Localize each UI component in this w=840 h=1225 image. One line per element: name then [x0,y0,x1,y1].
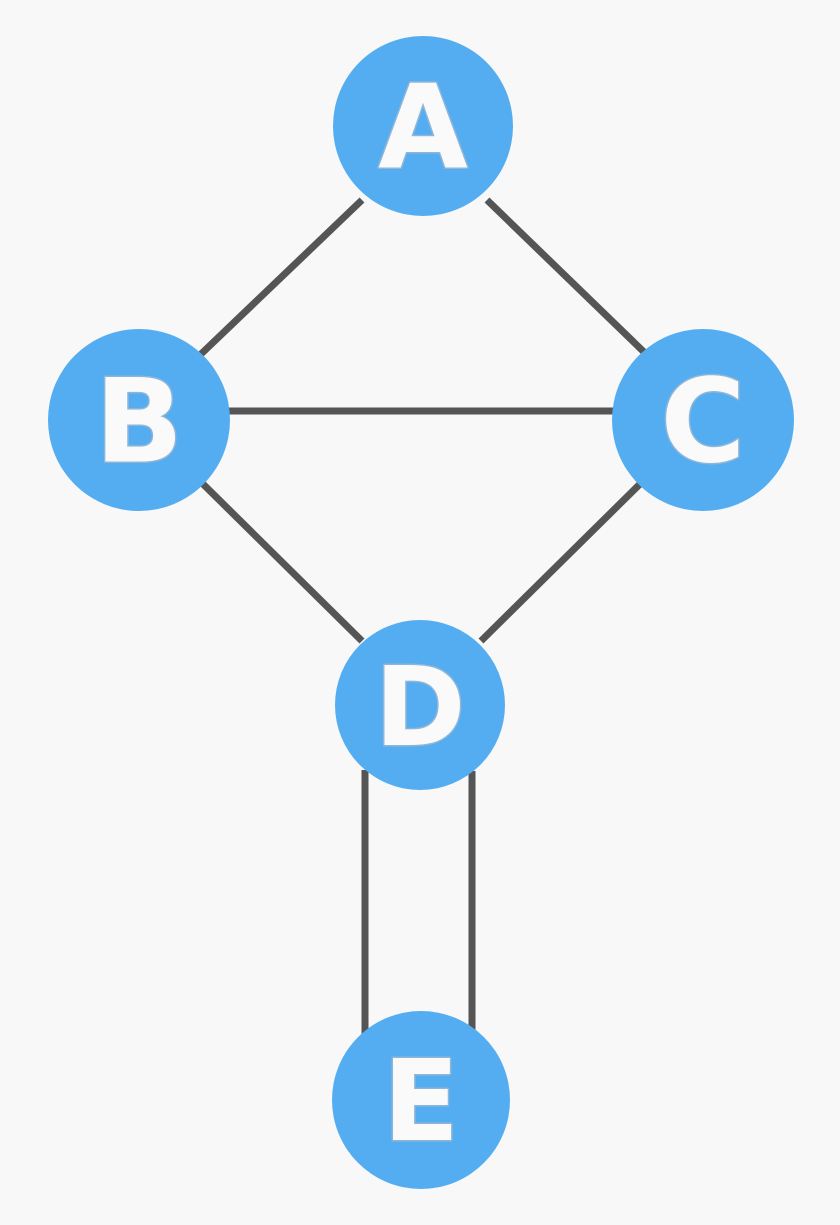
edges-layer [197,197,648,1035]
node-label-c: C [660,355,745,490]
node-label-d: D [374,643,465,771]
nodes-layer: A B C D E [48,36,794,1189]
graph-edge-a-b [197,197,365,358]
node-circle-a[interactable] [333,36,513,216]
graph-edge-b-d [200,481,365,644]
node-circle-d[interactable] [335,620,505,790]
graph-node-b[interactable]: B [48,329,230,511]
graph-node-c[interactable]: C [612,329,794,511]
graph-node-d[interactable]: D [335,620,505,790]
graph-node-e[interactable]: E [332,1011,510,1189]
graph-node-a[interactable]: A [333,36,513,216]
graph-edge-a-c [484,197,648,356]
node-label-b: B [95,355,183,490]
node-label-e: E [383,1037,460,1167]
graph-edge-c-d [478,480,644,644]
node-circle-e[interactable] [332,1011,510,1189]
node-circle-b[interactable] [48,329,230,511]
node-label-a: A [378,61,468,196]
node-circle-c[interactable] [612,329,794,511]
